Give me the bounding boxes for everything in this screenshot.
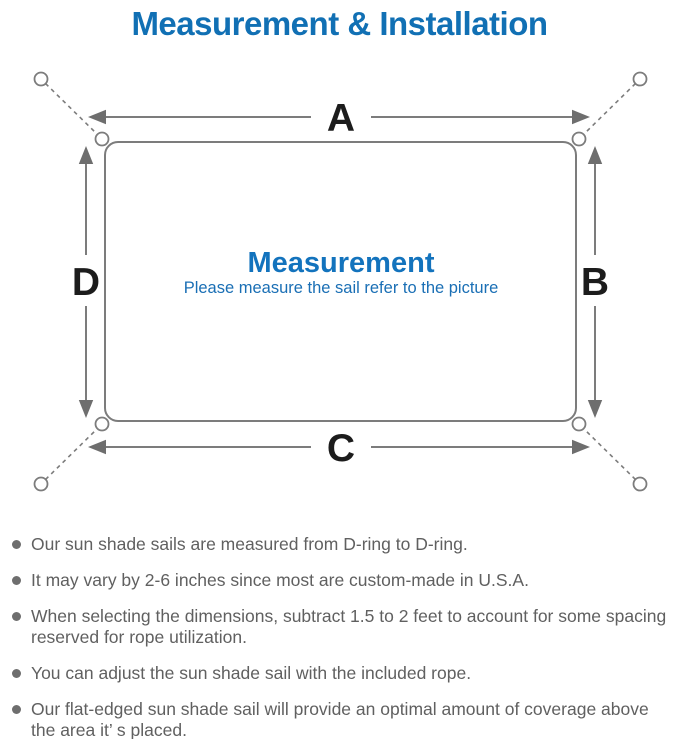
list-item: Our sun shade sails are measured from D-… [12, 534, 671, 555]
diagram-heading: Measurement [248, 247, 435, 279]
diagram-subtitle: Please measure the sail refer to the pic… [184, 279, 499, 297]
arrow-up-icon [78, 146, 94, 164]
d-ring-top-left [94, 131, 110, 147]
note-text: You can adjust the sun shade sail with t… [31, 663, 472, 683]
d-ring-bottom-right [571, 416, 587, 432]
list-item: It may vary by 2-6 inches since most are… [12, 570, 671, 591]
tether-line-bottom-right [582, 427, 637, 481]
list-item: Our flat-edged sun shade sail will provi… [12, 699, 671, 739]
anchor-rings [33, 71, 648, 492]
note-text: Our flat-edged sun shade sail will provi… [31, 699, 649, 739]
sail-outline [104, 141, 577, 422]
dimension-c: C [88, 427, 590, 470]
bullet-icon [12, 540, 21, 549]
bullet-icon [12, 576, 21, 585]
arrow-right-icon [572, 439, 590, 455]
d-ring-bottom-left [94, 416, 110, 432]
arrow-left-icon [88, 439, 106, 455]
list-item: You can adjust the sun shade sail with t… [12, 663, 671, 684]
note-text: It may vary by 2-6 inches since most are… [31, 570, 529, 590]
arrow-down-icon [587, 400, 603, 418]
tether-line-top-right [582, 82, 637, 136]
anchor-ring-bottom-left [33, 476, 49, 492]
anchor-ring-top-right [632, 71, 648, 87]
arrow-up-icon [587, 146, 603, 164]
measurement-diagram: A C D B Measurement Please meas [33, 71, 648, 492]
note-text: When selecting the dimensions, subtract … [31, 606, 667, 647]
notes-list: Our sun shade sails are measured from D-… [12, 534, 671, 739]
bullet-icon [12, 669, 21, 678]
anchor-ring-top-left [33, 71, 49, 87]
tether-line-bottom-left [44, 427, 99, 481]
dimension-a: A [88, 97, 590, 140]
arrow-down-icon [78, 400, 94, 418]
dimension-label-d: D [72, 261, 100, 304]
anchor-ring-bottom-right [632, 476, 648, 492]
arrow-left-icon [88, 109, 106, 125]
bullet-icon [12, 612, 21, 621]
dimension-label-c: C [327, 427, 355, 470]
d-ring-top-right [571, 131, 587, 147]
tether-line-top-left [44, 82, 99, 136]
corner-d-rings [94, 131, 587, 432]
dimension-b: B [581, 146, 609, 418]
note-text: Our sun shade sails are measured from D-… [31, 534, 468, 554]
dimension-label-b: B [581, 261, 609, 304]
dimension-label-a: A [327, 97, 355, 140]
list-item: When selecting the dimensions, subtract … [12, 606, 671, 648]
bullet-icon [12, 705, 21, 714]
page-title: Measurement & Installation [131, 5, 548, 42]
dimension-d: D [72, 146, 100, 418]
arrow-right-icon [572, 109, 590, 125]
